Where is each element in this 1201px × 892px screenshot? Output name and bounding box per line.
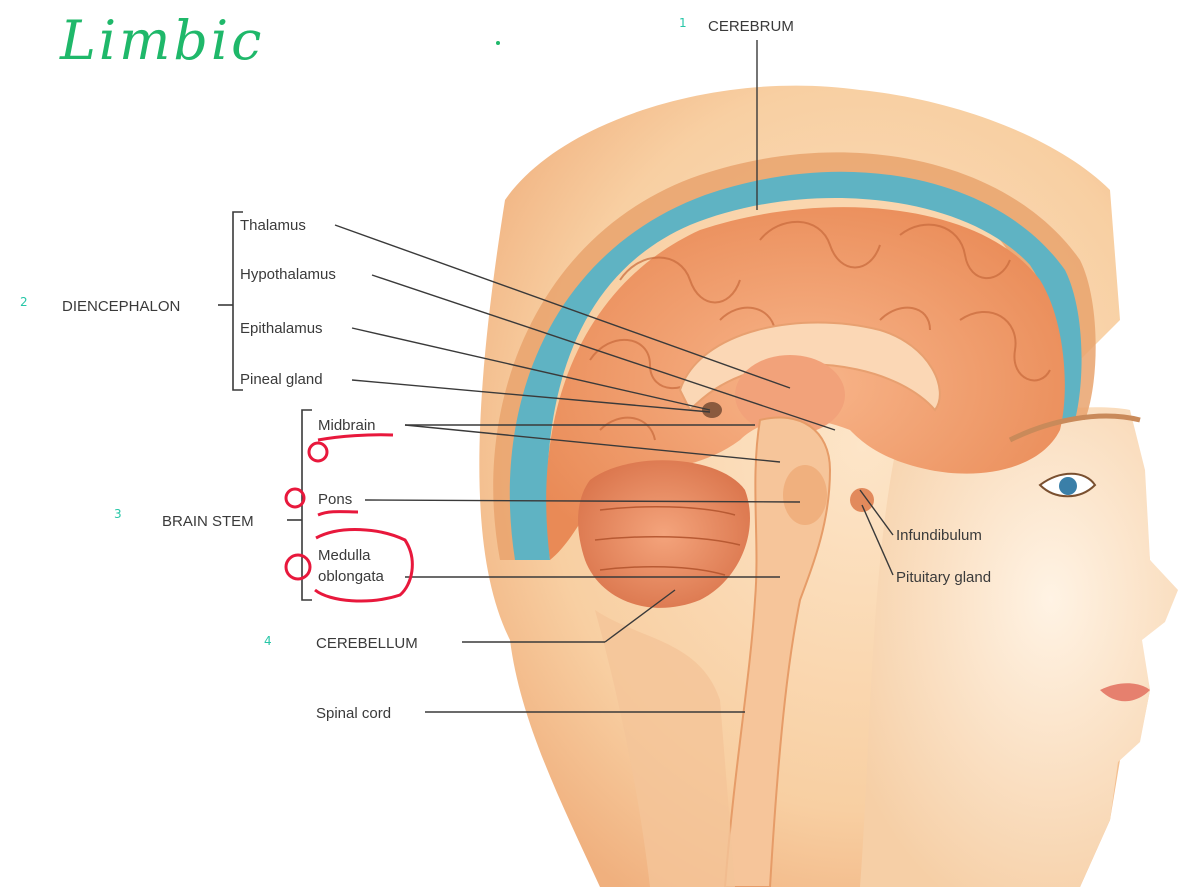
label-infundibulum: Infundibulum: [896, 528, 982, 543]
label-spinal-cord: Spinal cord: [316, 706, 391, 721]
label-pons: Pons: [318, 492, 352, 507]
annotation-number-cerebrum: 1: [679, 17, 687, 29]
annotation-number-cerebellum: 4: [264, 635, 272, 647]
label-thalamus: Thalamus: [240, 218, 306, 233]
label-cerebrum: CEREBRUM: [708, 19, 794, 34]
iris: [1059, 477, 1077, 495]
label-cerebellum: CEREBELLUM: [316, 636, 418, 651]
pineal-shape: [702, 402, 722, 418]
pen-dot: [496, 41, 500, 45]
label-hypothalamus: Hypothalamus: [240, 267, 336, 282]
label-epithalamus: Epithalamus: [240, 321, 323, 336]
label-pituitary-gland: Pituitary gland: [896, 570, 991, 585]
handwritten-title: Limbic: [60, 14, 264, 68]
annotation-number-brain-stem: 3: [114, 508, 122, 520]
label-midbrain: Midbrain: [318, 418, 376, 433]
label-brain-stem: BRAIN STEM: [162, 514, 254, 529]
label-diencephalon: DIENCEPHALON: [62, 299, 180, 314]
label-oblongata: oblongata: [318, 569, 384, 584]
face: [860, 407, 1178, 887]
pons-shape: [783, 465, 827, 525]
annotation-number-diencephalon: 2: [20, 296, 28, 308]
label-pineal-gland: Pineal gland: [240, 372, 323, 387]
label-medulla: Medulla: [318, 548, 371, 563]
